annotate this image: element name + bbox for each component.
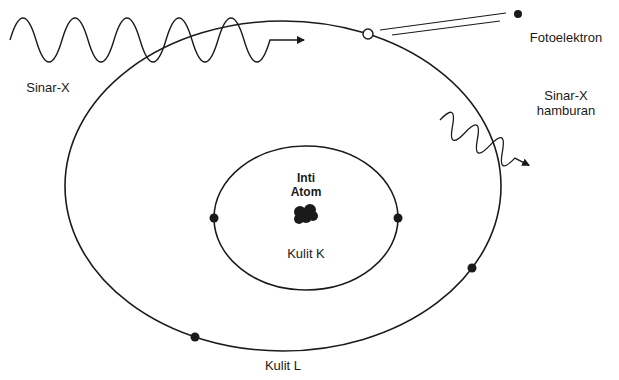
photoelectron-label: Fotoelektron	[530, 31, 602, 46]
xray-label: Sinar-X	[26, 81, 69, 96]
electron-vacancy	[363, 29, 373, 39]
photoelectron-track	[392, 21, 500, 35]
electron	[191, 333, 200, 342]
electron	[468, 264, 477, 273]
nucleus-label: Inti Atom	[291, 172, 322, 200]
photoelectron	[514, 10, 522, 18]
electron	[210, 214, 219, 223]
photoelectron-track	[380, 13, 506, 30]
inner-shell	[214, 146, 398, 290]
nucleus	[294, 204, 318, 224]
electron	[394, 214, 403, 223]
incoming-xray	[10, 18, 304, 62]
shell-label: Kulit K	[287, 247, 325, 262]
scattered-xray	[435, 109, 535, 176]
shell-label: Kulit L	[265, 359, 301, 374]
scattered-xray-label: Sinar-X hamburan	[537, 89, 596, 119]
outer-shell	[65, 21, 501, 351]
